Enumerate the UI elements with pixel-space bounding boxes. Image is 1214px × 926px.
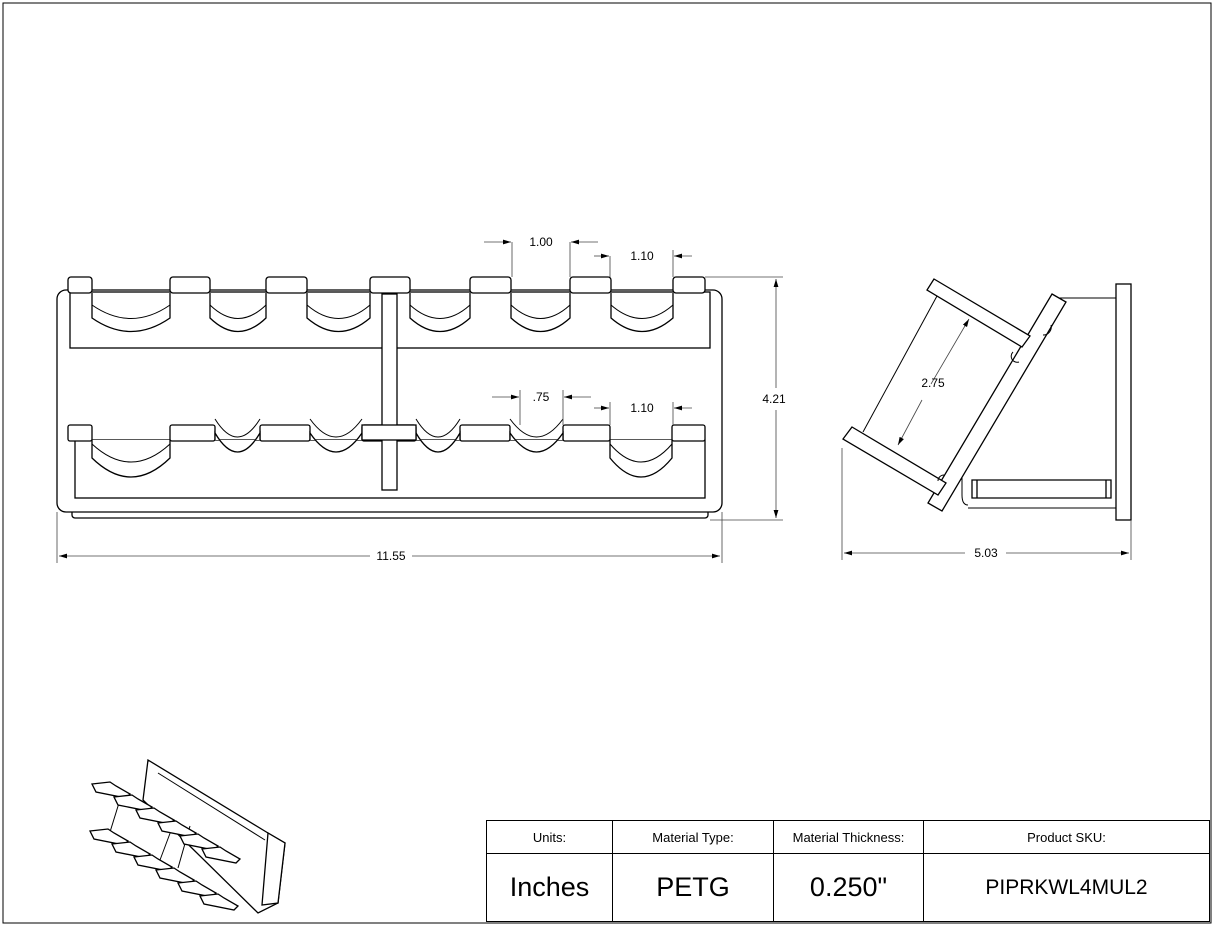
bottom-cradle-edge (509, 418, 564, 438)
dim-bottom-pitch: 1.10 (630, 401, 654, 415)
upper-shelf (926, 278, 1031, 348)
top-tab (469, 276, 512, 294)
dim-overall-height: 4.21 (762, 392, 786, 406)
angled-back (927, 293, 1067, 512)
units-header: Units: (487, 821, 613, 854)
title-block: Units: Material Type: Material Thickness… (486, 820, 1210, 922)
top-cradle-edge (306, 304, 371, 319)
side-view: 2.75 5.03 (841, 278, 1132, 560)
dim-shelf-spacing: 2.75 (921, 376, 945, 390)
bottom-cradle (214, 430, 261, 453)
bottom-cradle-edge (309, 418, 363, 438)
units-value: Inches (487, 854, 613, 921)
dim-top-slot: 1.00 (529, 235, 553, 249)
top-tab (265, 276, 308, 294)
lower-shelf (842, 426, 947, 496)
bottom-tab (671, 424, 706, 442)
iso-finger (133, 854, 174, 872)
product-sku-value: PIPRKWL4MUL2 (985, 875, 1148, 899)
material-thickness-header: Material Thickness: (774, 821, 924, 854)
wall-plate (1115, 283, 1132, 521)
product-sku-header: Product SKU: (924, 821, 1209, 854)
iso-finger (135, 807, 176, 825)
divider-cap (361, 424, 417, 441)
bottom-tab (67, 424, 93, 442)
isometric-view (89, 758, 286, 914)
material-thickness-value: 0.250" (774, 854, 924, 921)
iso-finger (177, 880, 218, 898)
iso-finger (91, 781, 132, 799)
top-cradle-edge (409, 304, 471, 319)
bottom-cradle (609, 440, 673, 478)
bottom-tab (459, 424, 511, 442)
bottom-cradle-edge (415, 418, 461, 438)
top-cradle-edge (209, 304, 267, 319)
top-cradle (409, 293, 471, 332)
material-type-value: PETG (613, 854, 774, 921)
iso-finger (113, 794, 154, 812)
iso-finger (201, 846, 242, 864)
front-view (56, 276, 723, 519)
top-cradle (510, 293, 571, 332)
bottom-bracket (971, 479, 1112, 499)
top-tab (369, 276, 411, 294)
iso-finger (157, 820, 198, 838)
bottom-cradle (91, 440, 171, 478)
bottom-cradle-edge (214, 418, 261, 438)
center-divider (381, 293, 398, 491)
bottom-tab (562, 424, 611, 442)
dim-overall-width: 11.55 (376, 549, 405, 563)
iso-finger (155, 867, 196, 885)
top-cradle (610, 293, 674, 332)
iso-finger (179, 833, 220, 851)
bottom-cradle-edge (91, 443, 171, 463)
top-cradle (306, 293, 371, 332)
top-cradle (209, 293, 267, 332)
iso-finger (89, 828, 130, 846)
material-type-header: Material Type: (613, 821, 774, 854)
top-cradle (91, 293, 171, 333)
bottom-tab (169, 424, 216, 442)
top-tab (67, 276, 93, 294)
bottom-tab (259, 424, 311, 442)
iso-finger (111, 841, 152, 859)
top-cradle-edge (91, 304, 171, 319)
bottom-cradle (309, 430, 363, 453)
bottom-cradle (415, 430, 461, 453)
bottom-cradle (509, 430, 564, 453)
dim-bottom-slot: .75 (533, 390, 550, 404)
iso-finger (199, 893, 240, 911)
top-tab (672, 276, 706, 294)
dim-depth: 5.03 (974, 546, 998, 560)
top-tab (569, 276, 612, 294)
top-tab (169, 276, 211, 294)
dim-top-pitch: 1.10 (630, 249, 654, 263)
bottom-cradle-edge (609, 443, 673, 463)
front-dimensions: 11.55 4.21 1.00 1.10 .75 1.10 (56, 235, 786, 563)
top-cradle-edge (510, 304, 571, 319)
top-cradle-edge (610, 304, 674, 319)
